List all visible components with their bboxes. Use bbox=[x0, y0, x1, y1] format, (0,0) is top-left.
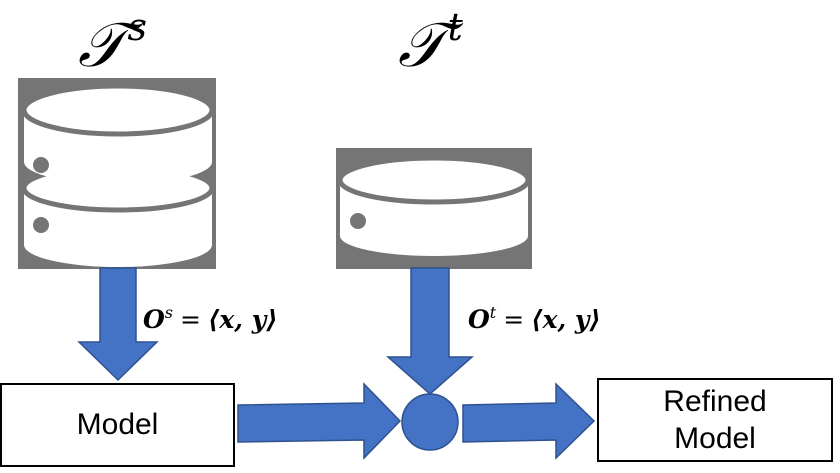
merge-node bbox=[401, 393, 459, 451]
refined-model-box: Refined Model bbox=[597, 378, 833, 462]
source-observation-symbol: O bbox=[143, 305, 165, 334]
source-database-icon bbox=[18, 78, 216, 269]
refined-model-label: Refined Model bbox=[663, 384, 767, 456]
node-to-refined-arrow bbox=[462, 382, 596, 460]
target-domain-symbol: 𝒯 bbox=[398, 8, 446, 81]
target-observation-superscript: t bbox=[489, 303, 497, 322]
model-to-node-arrow bbox=[237, 382, 402, 460]
source-domain-superscript: s bbox=[127, 5, 148, 49]
target-down-arrow bbox=[386, 267, 474, 395]
target-observation-symbol: O bbox=[468, 305, 490, 334]
target-database-icon bbox=[336, 148, 532, 269]
source-observation-formula: Os =⟨x, y⟩ bbox=[143, 303, 278, 334]
source-domain-symbol: 𝒯 bbox=[78, 8, 126, 81]
target-observation-formula: Ot =⟨x, y⟩ bbox=[468, 303, 601, 334]
equals-sign: = bbox=[180, 305, 201, 334]
model-box: Model bbox=[0, 383, 235, 467]
source-observation-superscript: s bbox=[164, 303, 173, 322]
model-label: Model bbox=[76, 408, 159, 442]
source-domain-title: 𝒯s bbox=[78, 8, 147, 76]
target-domain-superscript: t bbox=[447, 5, 463, 49]
target-observation-value: ⟨x, y⟩ bbox=[531, 305, 601, 334]
target-domain-title: 𝒯t bbox=[398, 8, 463, 76]
equals-sign: = bbox=[503, 305, 525, 334]
source-observation-value: ⟨x, y⟩ bbox=[207, 305, 278, 334]
source-down-arrow bbox=[77, 267, 159, 382]
